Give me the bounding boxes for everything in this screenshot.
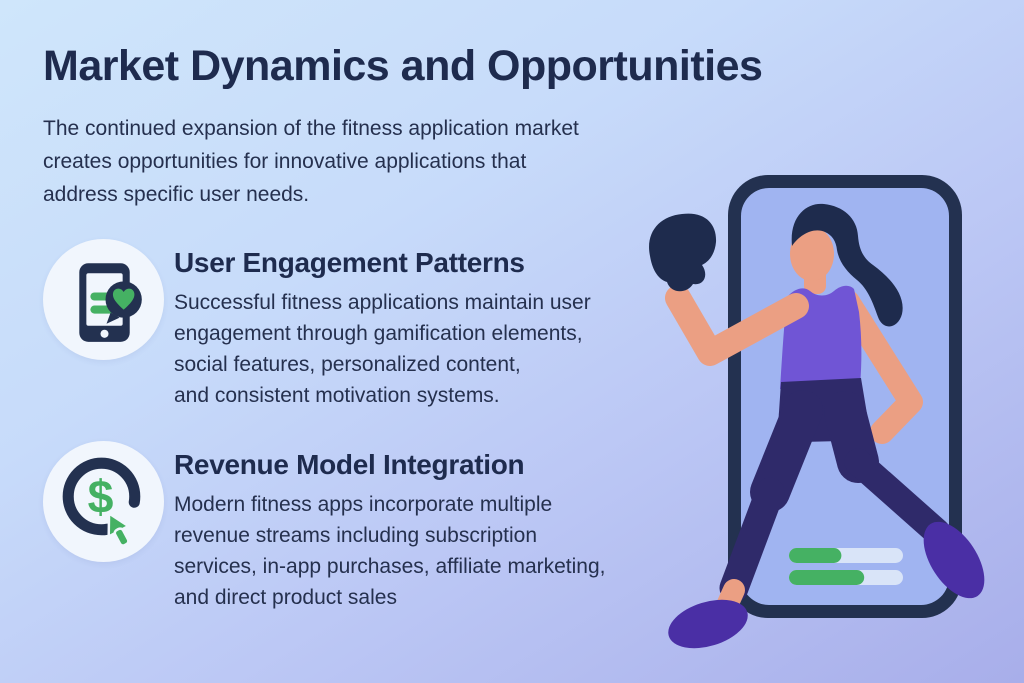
runner-phone-illustration <box>649 175 985 649</box>
page-title: Market Dynamics and Opportunities <box>43 42 763 90</box>
hair <box>791 203 903 327</box>
kettlebell <box>649 213 717 292</box>
back-shoe <box>923 521 985 599</box>
feature-user-engagement: User Engagement Patterns Successful fitn… <box>43 239 591 411</box>
screen-progress-bars <box>789 548 903 585</box>
feature-text-block: User Engagement Patterns Successful fitn… <box>174 239 591 411</box>
feature-text-block: Revenue Model Integration Modern fitness… <box>174 441 605 613</box>
runner-figure <box>649 203 985 649</box>
feature-body: Modern fitness apps incorporate multiple… <box>174 493 606 609</box>
intro-paragraph: The continued expansion of the fitness a… <box>43 117 579 206</box>
front-shoe <box>668 599 748 649</box>
dollar-ring-cursor-icon: $ <box>43 441 164 562</box>
phone-heart-badge-icon <box>43 239 164 360</box>
feature-heading: Revenue Model Integration <box>174 449 525 480</box>
feature-body: Successful fitness applications maintain… <box>174 291 591 407</box>
face <box>790 227 834 281</box>
feature-revenue-model: $ Revenue Model Integration Modern fitne… <box>43 441 605 613</box>
feature-heading: User Engagement Patterns <box>174 247 525 278</box>
